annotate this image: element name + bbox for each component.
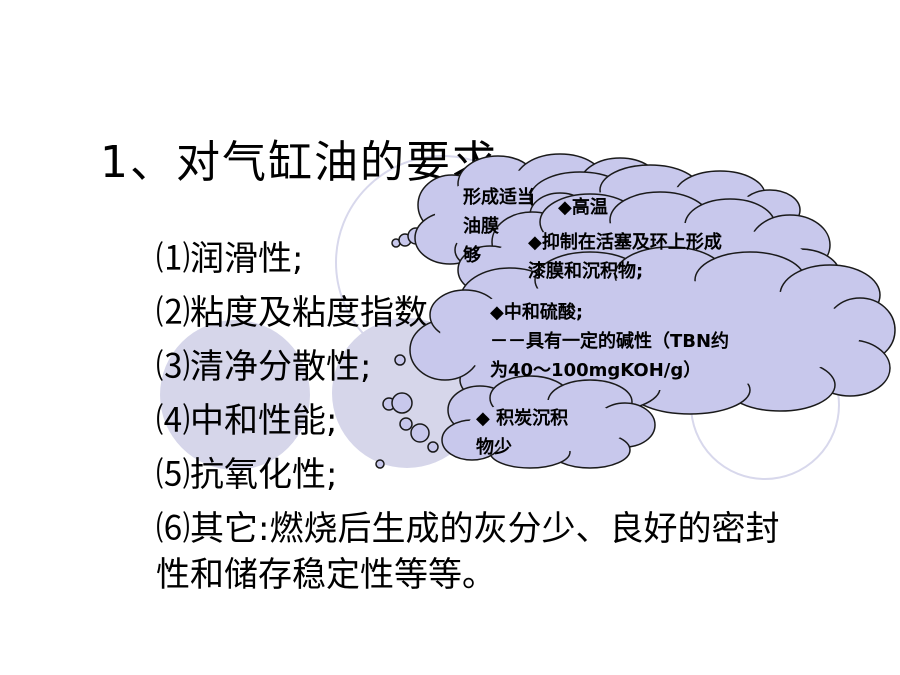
cloud-5 [441, 375, 656, 469]
list-item: ⑴润滑性; [156, 239, 304, 279]
list-item: ⑶清净分散性; [156, 347, 372, 387]
thought-dot [410, 423, 430, 443]
list-item: ⑹其它:燃烧后生成的灰分少、良好的密封性和储存稳定性等等。 [156, 509, 780, 595]
thought-dot [391, 392, 413, 414]
callout-text: 形成适当 油膜 够 [463, 187, 535, 263]
thought-dot [375, 459, 385, 469]
callout-text: ◆中和硫酸; －－具有一定的碱性（TBN约 为40～100mgKOH/g） [490, 302, 730, 381]
callout-text: ◆ 积炭沉积 物少 [476, 408, 569, 458]
cloud-4 [409, 246, 896, 415]
list-item: ⑷中和性能; [156, 401, 338, 441]
thought-dot [394, 354, 406, 366]
list-item: ⑵粘度及粘度指数 [156, 293, 428, 333]
requirement-list: ⑴润滑性; ⑵粘度及粘度指数 ⑶清净分散性; ⑷中和性能; ⑸抗氧化性; ⑹其它… [156, 232, 786, 598]
list-item: ⑸抗氧化性; [156, 455, 338, 495]
slide-title: 1、对气缸油的要求 [100, 137, 498, 188]
callout-text: ◆高温 [558, 197, 608, 217]
thought-dot [427, 441, 439, 453]
decor-disc-left [160, 320, 310, 470]
callout-text: ◆抑制在活塞及环上形成 漆膜和沉积物; [528, 232, 722, 282]
thought-dot [399, 417, 413, 431]
